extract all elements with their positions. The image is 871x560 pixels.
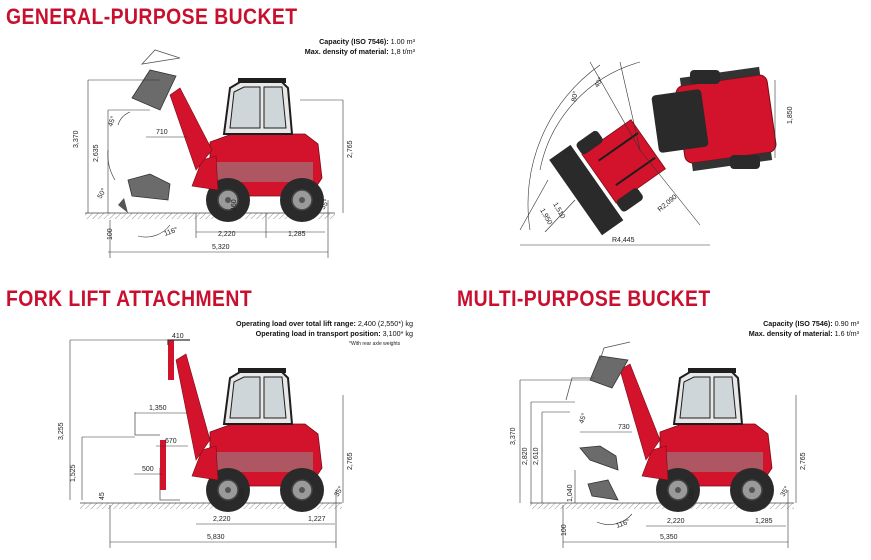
- dim-reach-670-fork: 670: [165, 438, 177, 445]
- dim-height-max-fork: 3,255: [58, 422, 65, 440]
- dim-ground-clear-fork: 460: [239, 488, 246, 500]
- dim-wheelbase-multi: 2,220: [667, 518, 685, 525]
- dim-top-reach-fork: 410: [172, 333, 184, 340]
- dim-dig-depth-general: 100: [107, 228, 114, 240]
- dim-reach-multi: 730: [618, 424, 630, 431]
- dim-bucket-width-top: 1,510: [551, 202, 566, 221]
- dim-tilt-angle-multi: 116°: [615, 518, 631, 530]
- general-bucket-drawing: [85, 49, 344, 258]
- spec-load-total-label: Operating load over total lift range:: [236, 319, 356, 328]
- spec-capacity-value: 1.00 m³: [390, 37, 415, 46]
- dim-tilt-angle-general: 116°: [163, 226, 179, 238]
- spec-density-label: Max. density of material:: [304, 47, 389, 56]
- spec-density-value-multi: 1.6 t/m³: [834, 329, 859, 338]
- spec-capacity-label-multi: Capacity (ISO 7546):: [763, 319, 833, 328]
- dim-height-3-multi: 2,610: [533, 447, 540, 465]
- dim-depart-angle-multi: 35°: [779, 485, 791, 498]
- spec-load-transport-label: Operating load in transport position:: [255, 329, 381, 338]
- dim-angle-a-top: 80°: [570, 90, 580, 102]
- spec-block-fork: Operating load over total lift range: 2,…: [236, 319, 413, 339]
- spec-density-value: 1,8 t/m³: [390, 47, 415, 56]
- spec-load-total-value: 2,400 (2,550*) kg: [357, 319, 413, 328]
- spec-density-label-multi: Max. density of material:: [748, 329, 833, 338]
- dim-dump-angle-multi: 45°: [577, 412, 588, 425]
- dim-length-general: 5,320: [212, 244, 230, 251]
- dim-fork-low-fork: 45: [99, 492, 106, 500]
- dim-rear-overhang-general: 1,285: [288, 231, 306, 238]
- dim-width-top: 1,850: [787, 106, 794, 124]
- section-title-multi: MULTI-PURPOSE BUCKET: [457, 286, 711, 311]
- dim-height-max-general: 3,370: [73, 130, 80, 148]
- dim-dump-angle-general: 45°: [106, 115, 117, 128]
- spec-load-transport-value: 3,100* kg: [382, 329, 413, 338]
- spec-block-multi: Capacity (ISO 7546): 0.90 m³ Max. densit…: [749, 319, 859, 339]
- spec-block-general: Capacity (ISO 7546): 1.00 m³ Max. densit…: [305, 37, 415, 57]
- dim-rollback-angle-general: 50°: [96, 187, 108, 200]
- dim-ground-clear-general: 460: [231, 199, 238, 211]
- dim-radius-inner-top: R2,090: [657, 194, 679, 214]
- dim-height-mid-fork: 1,525: [70, 464, 77, 482]
- dim-reach-general: 710: [156, 129, 168, 136]
- top-view-drawing: [519, 61, 777, 246]
- spec-capacity-label: Capacity (ISO 7546):: [319, 37, 389, 46]
- spec-footnote: *With rear axle weights: [349, 341, 401, 347]
- spec-capacity-value-multi: 0.90 m³: [834, 319, 859, 328]
- section-title-general: GENERAL-PURPOSE BUCKET: [6, 4, 298, 29]
- dim-bucket-outer-top: 1,950: [538, 208, 553, 227]
- dim-height-cab-fork: 2,765: [347, 452, 354, 470]
- dim-ground-clear-multi: 460: [689, 488, 696, 500]
- dim-wheelbase-general: 2,220: [218, 231, 236, 238]
- dim-radius-outer-top: R4,445: [612, 237, 635, 244]
- multi-bucket-drawing: [519, 341, 797, 548]
- dim-height-2-multi: 2,820: [522, 447, 529, 465]
- dim-wheelbase-fork: 2,220: [213, 516, 231, 523]
- dim-rear-overhang-multi: 1,285: [755, 518, 773, 525]
- dim-dig-depth-multi: 100: [561, 524, 568, 536]
- section-title-fork: FORK LIFT ATTACHMENT: [6, 286, 253, 311]
- dim-rear-overhang-fork: 1,227: [308, 516, 326, 523]
- dim-length-fork: 5,830: [207, 534, 225, 541]
- dim-height-cab-multi: 2,765: [800, 452, 807, 470]
- dim-reach-500-fork: 500: [142, 466, 154, 473]
- dim-height-cab-general: 2,765: [347, 140, 354, 158]
- dim-angle-b-top: 40°: [593, 76, 605, 89]
- fork-lift-drawing: [69, 339, 344, 548]
- dim-height-pin-general: 2,635: [93, 144, 100, 162]
- dim-height-max-multi: 3,370: [510, 427, 517, 445]
- dim-mid-reach-fork: 1,350: [149, 405, 167, 412]
- dim-length-multi: 5,350: [660, 534, 678, 541]
- dim-clam-height-multi: 1,040: [567, 484, 574, 502]
